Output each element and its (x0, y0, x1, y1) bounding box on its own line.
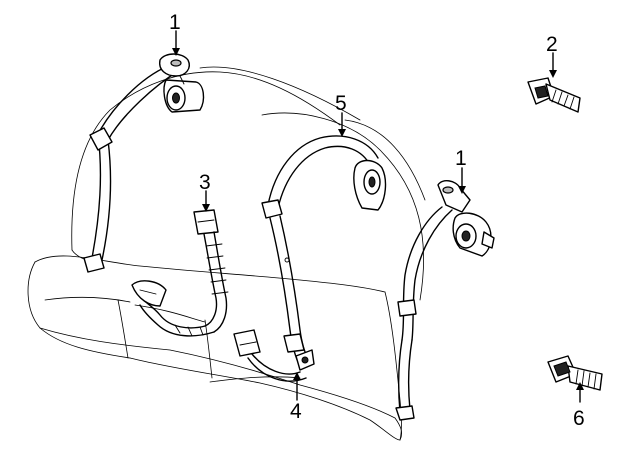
buckle-assembly (131, 209, 229, 337)
callout-arrows (172, 30, 584, 403)
callout-5: 5 (335, 92, 347, 115)
callout-labels: 1 2 3 5 1 4 6 (169, 11, 585, 430)
callout-1-left: 1 (169, 11, 181, 34)
retractor-belt-right (395, 180, 495, 421)
callout-6: 6 (573, 407, 585, 430)
callout-3: 3 (199, 171, 211, 194)
callout-1-right: 1 (455, 147, 467, 170)
bolt-part-6 (547, 355, 603, 391)
rear-seat (27, 66, 426, 441)
retractor-belt-left (83, 53, 205, 273)
callout-2: 2 (546, 33, 558, 56)
callout-4: 4 (290, 400, 302, 423)
center-belt (233, 135, 387, 382)
bolt-part-2 (527, 77, 581, 113)
